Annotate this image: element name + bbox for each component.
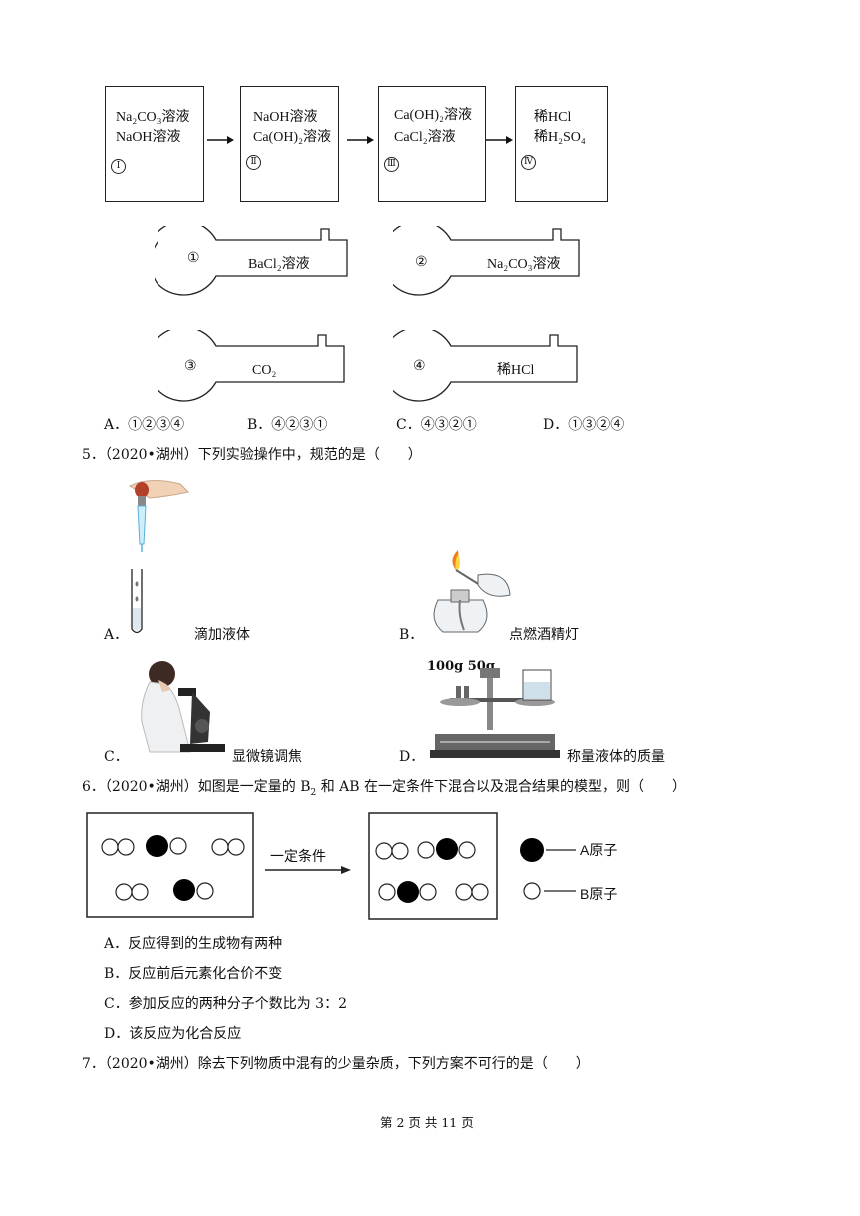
microscope-illustration: [141, 661, 225, 753]
legend-b-label: B原子: [580, 886, 618, 902]
balance-illustration: [430, 668, 560, 758]
reaction-arrow: [265, 866, 351, 874]
products-box: [368, 812, 498, 920]
q6-stem-b: 和 AB 在一定条件下混合以及混合结果的模型，则（ ）: [316, 779, 687, 795]
q6-option-a: A．反应得到的生成物有两种: [104, 936, 283, 952]
reactants-box: [86, 812, 254, 918]
q5-option-c-caption: 显微镜调焦: [232, 749, 302, 765]
key2-num: ②: [415, 255, 428, 270]
q5-option-c-letter: C．: [104, 749, 129, 765]
box3-line2: CaCl₂溶液: [394, 130, 456, 145]
q6-stem-a: 6．（2020•湖州）如图是一定量的 B: [82, 779, 311, 795]
box4-mark: Ⅳ: [521, 155, 536, 170]
q4-option-a: A．①②③④: [104, 417, 185, 433]
reagent-box-2: NaOH溶液 Ca(OH)₂溶液 Ⅱ: [240, 86, 339, 202]
q4-option-d: D．①③②④: [543, 417, 625, 433]
q7-stem: 7．（2020•湖州）除去下列物质中混有的少量杂质，下列方案不可行的是（ ）: [82, 1056, 590, 1072]
q6-option-d: D．该反应为化合反应: [104, 1026, 242, 1042]
key4-num: ④: [413, 359, 426, 374]
q5-option-b-caption: 点燃酒精灯: [509, 627, 579, 643]
reaction-arrow-label: 一定条件: [270, 848, 326, 864]
reagent-box-3: Ca(OH)₂溶液 CaCl₂溶液 Ⅲ: [378, 86, 486, 202]
q5-option-d-caption: 称量液体的质量: [567, 749, 665, 765]
box4-line1: 稀HCl: [534, 110, 572, 125]
flow-arrow-2: [345, 132, 375, 151]
q4-option-b: B．④②③①: [247, 417, 328, 433]
legend-a-label: A原子: [580, 842, 618, 858]
dropper-illustration: [128, 480, 189, 634]
key1-num: ①: [187, 251, 200, 266]
box2-line1: NaOH溶液: [253, 110, 318, 125]
reagent-box-1: Na₂CO₃溶液 NaOH溶液 Ⅰ: [105, 86, 204, 202]
q5-option-a-caption: 滴加液体: [194, 627, 250, 643]
key-2: ② Na₂CO₃溶液: [393, 226, 588, 300]
key4-label: 稀HCl: [497, 363, 535, 378]
q5-option-b-letter: B．: [399, 627, 424, 643]
key-4: ④ 稀HCl: [393, 330, 588, 406]
q5-option-d-letter: D．: [399, 749, 425, 765]
reagent-box-4: 稀HCl 稀H₂SO₄ Ⅳ: [515, 86, 608, 202]
key-1: ① BaCl₂溶液: [158, 226, 353, 300]
box3-mark: Ⅲ: [384, 157, 399, 172]
q6-option-c: C．参加反应的两种分子个数比为 3：2: [104, 996, 347, 1012]
key-3: ③ CO₂: [158, 330, 353, 406]
flow-arrow-3: [484, 132, 514, 151]
key3-label: CO₂: [252, 363, 277, 378]
flow-arrow-1: [205, 132, 235, 151]
box3-line1: Ca(OH)₂溶液: [394, 108, 472, 123]
key3-num: ③: [184, 359, 197, 374]
q5-option-a-letter: A．: [104, 627, 129, 643]
page-footer: 第 2 页 共 11 页: [380, 1115, 474, 1130]
box2-mark: Ⅱ: [246, 155, 261, 170]
q6-stem-sub: 2: [310, 787, 317, 798]
legend-b-atom: [523, 882, 576, 900]
q6-option-b: B．反应前后元素化合价不变: [104, 966, 283, 982]
alcohol-lamp-illustration: [433, 550, 511, 633]
q5-stem: 5．（2020•湖州）下列实验操作中，规范的是（ ）: [82, 447, 422, 463]
q6-stem: 6．（2020•湖州）如图是一定量的 B2 和 AB 在一定条件下混合以及混合结…: [82, 778, 686, 802]
q5-weights-label: 100g 50g: [427, 659, 495, 674]
box4-line2: 稀H₂SO₄: [534, 130, 586, 145]
box1-mark: Ⅰ: [111, 159, 126, 174]
box1-line1: Na₂CO₃溶液: [116, 110, 190, 125]
box2-line2: Ca(OH)₂溶液: [253, 130, 331, 145]
key2-label: Na₂CO₃溶液: [487, 257, 561, 272]
legend-a-atom: [520, 838, 576, 862]
box1-line2: NaOH溶液: [116, 130, 181, 145]
key1-label: BaCl₂溶液: [248, 257, 310, 272]
q4-option-c: C．④③②①: [396, 417, 477, 433]
